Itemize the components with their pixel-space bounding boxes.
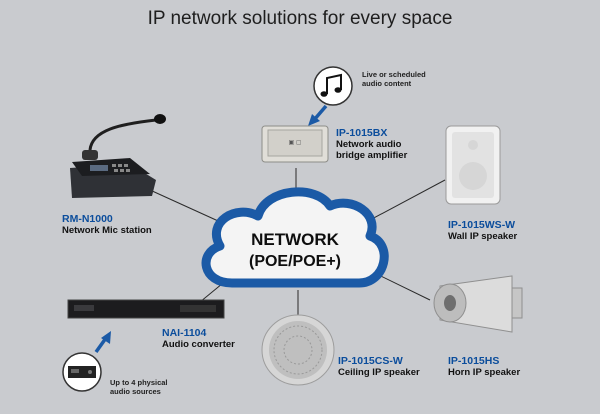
wall-speaker-label: IP-1015WS-W Wall IP speaker <box>448 219 518 243</box>
horn-model: IP-1015HS <box>448 355 500 367</box>
bridge-model: IP-1015BX <box>336 127 388 139</box>
ceiling-speaker-image <box>261 314 335 386</box>
svg-text:▣ ▢: ▣ ▢ <box>288 140 301 146</box>
mic-station-label: RM-N1000 Network Mic station <box>62 213 152 237</box>
bridge-desc-line1: Network audio <box>336 139 402 150</box>
page-title: IP network solutions for every space <box>147 8 453 29</box>
ceiling-speaker-label: IP-1015CS-W Ceiling IP speaker <box>338 355 420 379</box>
network-label-line1: NETWORK <box>251 230 339 249</box>
converter-desc: Audio converter <box>162 339 235 350</box>
arrow-down-icon <box>308 104 328 126</box>
ceiling-desc: Ceiling IP speaker <box>338 367 420 378</box>
horn-desc: Horn IP speaker <box>448 367 521 378</box>
audio-content-note: Live or scheduled audio content <box>362 70 426 88</box>
bridge-desc-line2: bridge amplifier <box>336 150 408 161</box>
mic-model: RM-N1000 <box>62 213 113 225</box>
audio-converter-image <box>67 299 225 319</box>
sources-line2: audio sources <box>110 387 161 396</box>
sources-note: Up to 4 physical audio sources <box>110 378 168 396</box>
wall-speaker-image <box>445 125 501 205</box>
network-label: NETWORK (POE/POE+) <box>215 229 375 273</box>
network-cloud <box>201 187 389 288</box>
arrow-up-icon <box>94 331 111 354</box>
wall-desc: Wall IP speaker <box>448 231 518 242</box>
audio-content-line1: Live or scheduled <box>362 70 426 79</box>
wall-model: IP-1015WS-W <box>448 219 516 231</box>
network-label-line2: (POE/POE+) <box>248 253 342 270</box>
audio-content-line2: audio content <box>362 79 412 88</box>
music-note-icon <box>313 66 353 106</box>
mic-desc: Network Mic station <box>62 225 152 236</box>
mic-station-image <box>70 114 166 198</box>
ceiling-model: IP-1015CS-W <box>338 355 403 367</box>
horn-speaker-label: IP-1015HS Horn IP speaker <box>448 355 521 379</box>
media-player-icon <box>62 352 102 392</box>
converter-model: NAI-1104 <box>162 327 207 339</box>
horn-speaker-image <box>433 275 523 333</box>
converter-label: NAI-1104 Audio converter <box>162 327 235 351</box>
bridge-label: IP-1015BX Network audio bridge amplifier <box>336 127 408 162</box>
sources-line1: Up to 4 physical <box>110 378 168 387</box>
bridge-amplifier-image: ▣ ▢ <box>261 125 329 163</box>
